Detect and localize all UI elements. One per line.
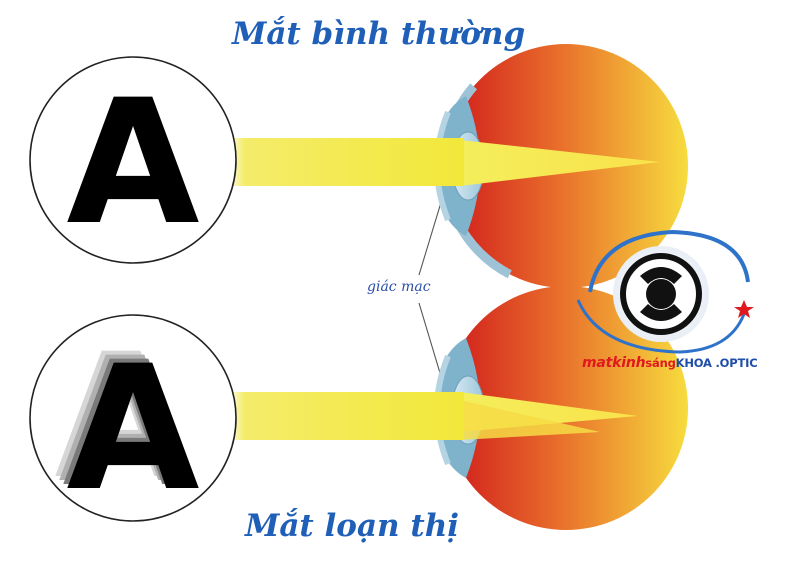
brand-logo [576, 229, 754, 354]
astigmatism-eye-title: Mắt loạn thị [245, 508, 460, 544]
astig-light-lower [460, 400, 600, 440]
logo-swoosh-bottom [576, 299, 746, 354]
normal-letter-chart: A [29, 56, 237, 264]
normal-chart-circle [29, 56, 237, 264]
cornea-label: giác mạc [367, 279, 431, 295]
astig-chart-circle [29, 314, 237, 522]
astig-letter-ghost-3: A [62, 324, 195, 525]
logo-pupil [646, 279, 676, 309]
normal-eye [434, 39, 693, 293]
astig-incoming-light [214, 392, 464, 440]
astig-letter: A [66, 328, 199, 529]
astig-letter-ghost-2: A [58, 320, 191, 521]
logo-star-icon [734, 300, 754, 318]
astig-letter-ghost-1: A [54, 316, 187, 517]
astig-letter-chart: A A A A [29, 314, 237, 529]
brand-name: matkinhsángKHOA .OPTIC [582, 355, 758, 371]
brand-part-3: KHOA .OPTIC [675, 356, 758, 370]
normal-incoming-light [214, 138, 464, 186]
normal-letter: A [66, 62, 199, 263]
logo-arc-top [640, 267, 682, 284]
normal-focused-light [460, 140, 660, 186]
normal-eye-title: Mắt bình thường [232, 16, 526, 52]
brand-part-2: sáng [645, 356, 676, 370]
logo-arc-bottom [640, 304, 682, 321]
logo-swoosh-top [588, 229, 750, 293]
brand-part-1: matkinh [582, 355, 646, 371]
